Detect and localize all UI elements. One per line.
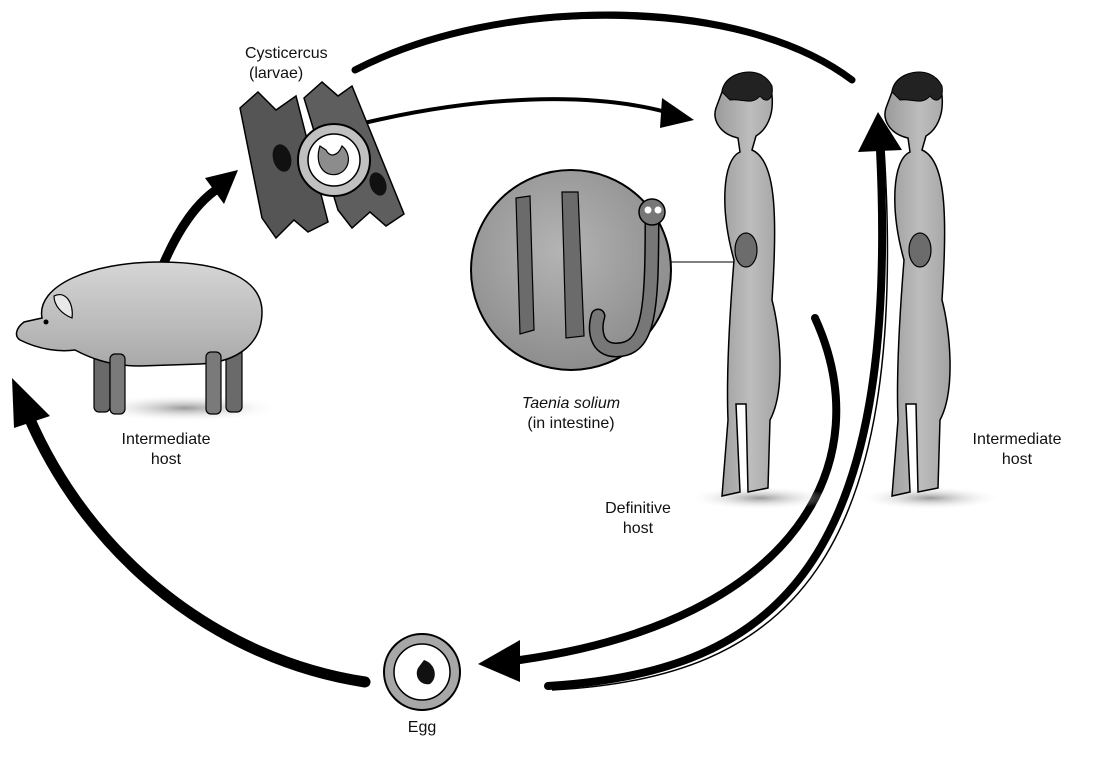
human-intermediate-label: Intermediate	[962, 430, 1072, 449]
egg-label: Egg	[397, 718, 447, 737]
arrow-pig-to-cysticercus	[160, 170, 238, 272]
in-intestine-label: (in intestine)	[506, 414, 636, 433]
taenia-solium-label: Taenia solium	[506, 394, 636, 413]
taenia-solium-magnified	[471, 170, 738, 370]
human-intermediate-host-label: host	[962, 450, 1072, 469]
definitive-label: Definitive	[588, 499, 688, 518]
arrow-over-top	[355, 15, 852, 80]
pig-host-label: host	[106, 450, 226, 469]
definitive-host-label: host	[588, 519, 688, 538]
larvae-label: (larvae)	[249, 64, 303, 83]
arrow-egg-to-pig	[12, 378, 365, 682]
cysticercus-label: Cysticercus	[245, 44, 328, 63]
human-definitive-host	[688, 72, 832, 510]
cysticercus-illustration	[240, 82, 404, 238]
pig-intermediate-label: Intermediate	[106, 430, 226, 449]
egg-illustration	[384, 634, 460, 710]
arrow-cysticercus-to-definitive-host	[360, 98, 694, 128]
pig-illustration	[17, 262, 280, 422]
